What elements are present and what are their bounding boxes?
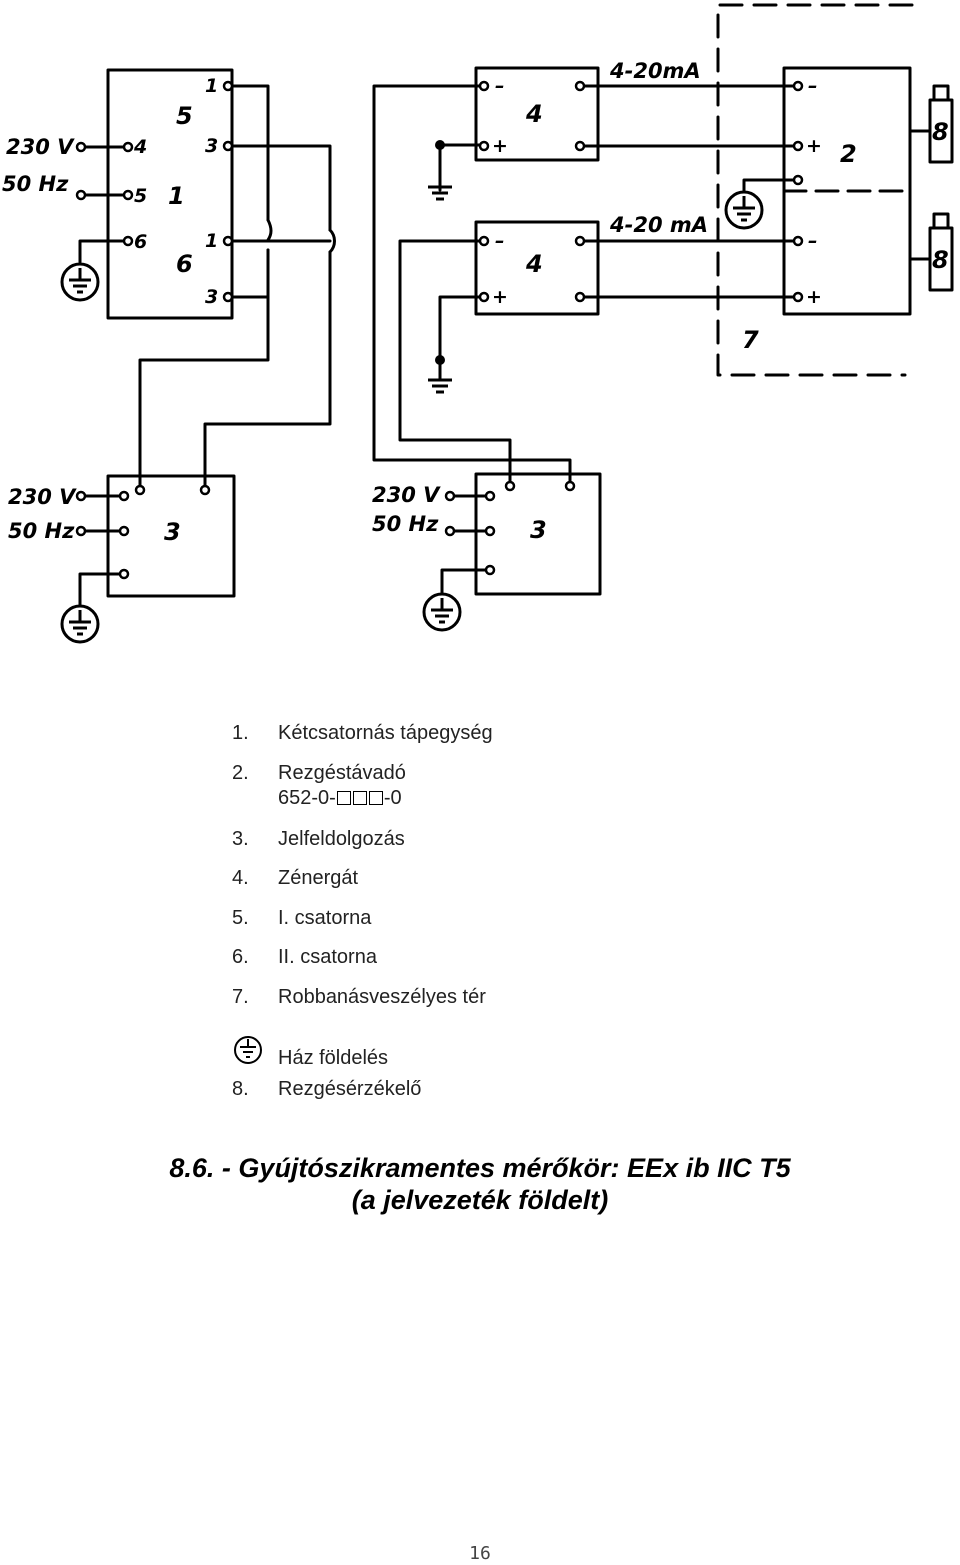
zener-barrier-1-box: [474, 66, 600, 162]
svg-text:1: 1: [205, 75, 218, 97]
transmitter-number: 2: [840, 140, 857, 168]
svg-text:–: –: [495, 230, 505, 252]
legend-item: 6.II. csatorna: [232, 946, 377, 968]
svg-text:–: –: [808, 230, 818, 252]
svg-text:–: –: [495, 75, 505, 97]
signal-label-1: 4-20mA: [609, 59, 701, 83]
caption-line-1: 8.6. - Gyújtószikramentes mérőkör: EEx i…: [169, 1153, 791, 1183]
transmitter-code: 652-0--0: [278, 786, 402, 809]
svg-text:5: 5: [134, 185, 147, 207]
legend-item: 5.I. csatorna: [232, 906, 372, 929]
page-number: 16: [469, 1543, 491, 1564]
supply-230v-label-2: 230 V: [8, 485, 77, 509]
legend-item: 8.Rezgésérzékelő: [232, 1078, 422, 1100]
supply-230v-label-3: 230 V: [372, 483, 441, 507]
sensor-1: [908, 84, 954, 164]
zener-barrier-2-box: [474, 220, 600, 316]
supply-50hz-label-3: 50 Hz: [372, 512, 439, 536]
legend-item: 3.Jelfeldolgozás: [232, 827, 405, 850]
legend-item: 4.Zénergát: [232, 867, 359, 889]
svg-text:+: +: [806, 135, 822, 157]
figure-caption: 8.6. - Gyújtószikramentes mérőkör: EEx i…: [0, 1152, 960, 1216]
caption-line-2: (a jelvezeték földelt): [351, 1185, 609, 1215]
svg-text:4: 4: [133, 136, 147, 158]
svg-text:–: –: [808, 75, 818, 97]
legend-item: Ház földelés: [232, 1025, 493, 1078]
supply-230v-label-1: 230 V: [6, 135, 75, 159]
processing-unit-2-box: [474, 472, 602, 596]
supply-50hz-label-1: 50 Hz: [2, 172, 69, 196]
supply-50hz-label-2: 50 Hz: [8, 519, 75, 543]
sensor-2: [908, 212, 954, 292]
svg-text:6: 6: [134, 231, 147, 253]
hazard-zone-number: 7: [742, 326, 759, 354]
wiring-diagram: 230 V 50 Hz 4 5 6 1 3 1 3 5 1 6 – + 4 – …: [2, 3, 954, 644]
legend-item: 7.Robbanásveszélyes tér: [232, 985, 486, 1008]
svg-text:+: +: [492, 286, 508, 308]
legend-item: 1.Kétcsatornás tápegység: [232, 722, 493, 744]
ground-symbol-2: [426, 366, 454, 394]
zener-barrier-1-number: 4: [525, 100, 543, 128]
processing-unit-2-number: 3: [530, 516, 547, 544]
zener-barrier-2-number: 4: [525, 250, 543, 278]
hazard-zone-boundary: [716, 3, 914, 377]
svg-text:3: 3: [205, 286, 218, 308]
processing-unit-1-number: 3: [164, 518, 181, 546]
svg-text:3: 3: [205, 135, 218, 157]
ground-symbol-1: [426, 173, 454, 201]
ground-icon: [234, 1036, 262, 1064]
svg-text:1: 1: [205, 230, 218, 252]
sensor-2-number: 8: [932, 246, 949, 274]
processing-unit-1-box: [106, 474, 236, 598]
earth-icon-3: [60, 604, 100, 644]
sensor-1-number: 8: [932, 118, 949, 146]
svg-text:+: +: [806, 286, 822, 308]
channel-ii-number: 6: [176, 250, 193, 278]
channel-i-number: 5: [176, 102, 193, 130]
power-supply-number: 1: [168, 182, 185, 210]
svg-text:+: +: [492, 135, 508, 157]
earth-icon-2: [724, 190, 764, 230]
earth-icon-4: [422, 592, 462, 632]
signal-label-2: 4-20 mA: [609, 213, 708, 237]
earth-icon-1: [60, 262, 100, 302]
